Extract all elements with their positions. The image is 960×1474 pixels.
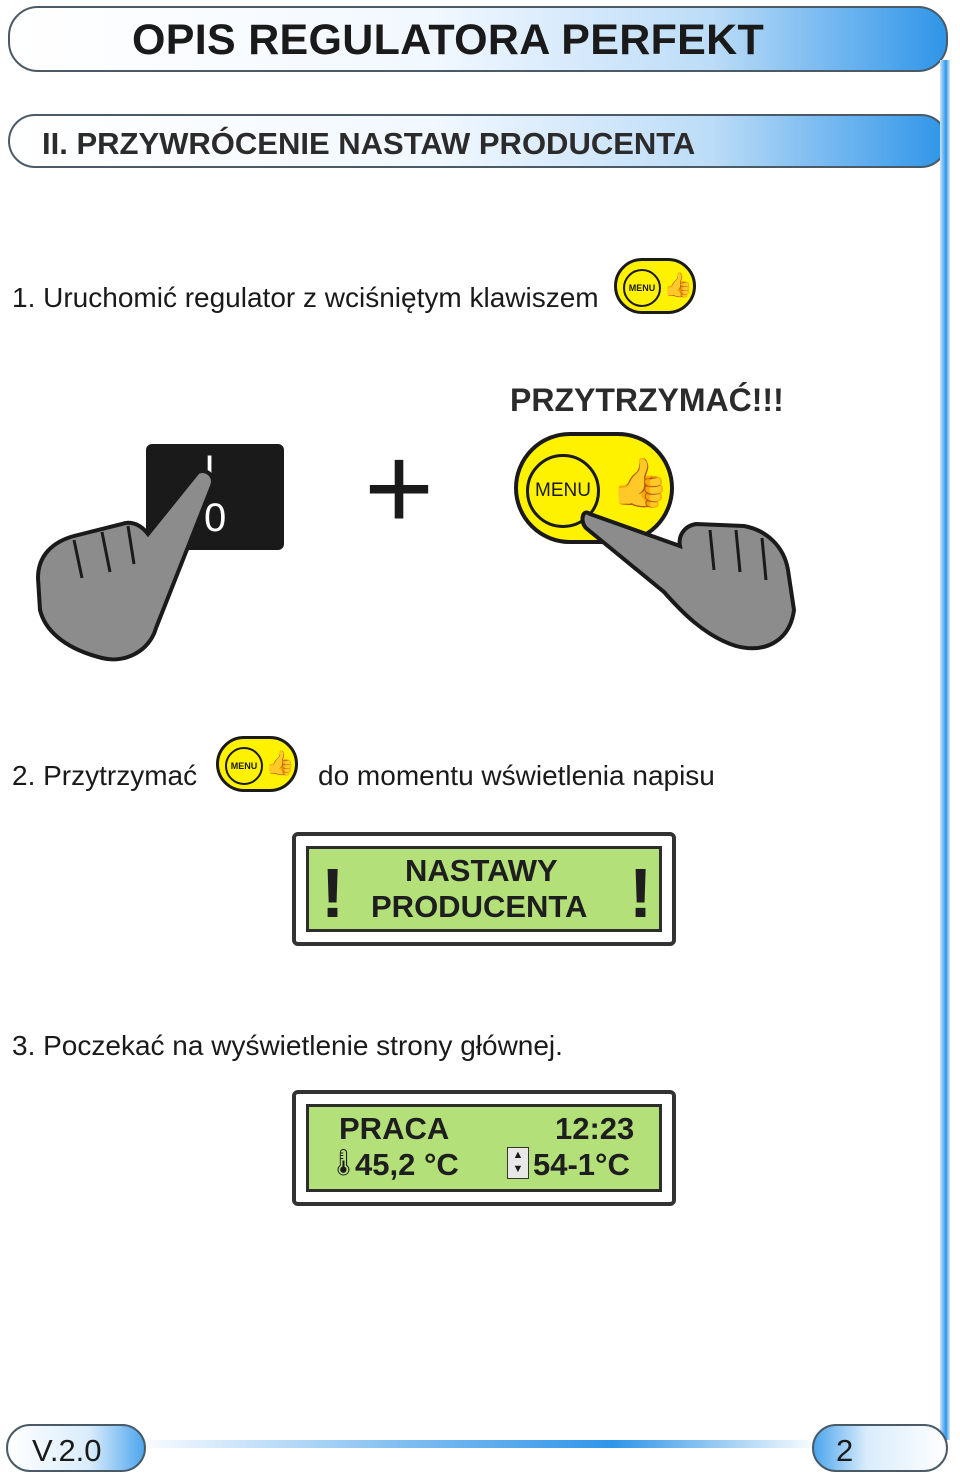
plus-sign: + [364,421,435,555]
lcd-time: 12:23 [555,1111,635,1146]
lcd-screen: PRACA 12:23 🌡 45,2 °C ▲▼ 54-1°C [306,1104,662,1192]
lcd-main-screen: PRACA 12:23 🌡 45,2 °C ▲▼ 54-1°C [292,1090,676,1206]
menu-button-icon-step2: MENU 👍 [216,736,298,792]
version-badge: V.2.0 [6,1424,146,1472]
section-title: II. PRZYWRÓCENIE NASTAW PRODUCENTA [42,126,696,161]
thermometer-icon: 🌡 [327,1147,361,1177]
step-1-text: 1. Uruchomić regulator z wciśniętym klaw… [12,282,599,313]
hold-label: PRZYTRZYMAĆ!!! [510,382,784,418]
menu-button-icon-step1: MENU 👍 [614,258,696,314]
page-title: OPIS REGULATORA PERFEKT [132,16,765,64]
lcd-line-1: NASTAWY [405,853,558,888]
section-bar: II. PRZYWRÓCENIE NASTAW PRODUCENTA [8,114,948,168]
exclamation-left: ! [321,854,345,932]
up-down-arrow-icon: ▲▼ [507,1147,529,1179]
step-2-text-continued: do momentu wświetlenia napisu [318,760,715,791]
thumbs-up-icon: 👍 [265,750,295,777]
lcd-temperature: 45,2 °C [355,1147,459,1182]
page-number: 2 [836,1433,854,1468]
lcd-line-2: PRODUCENTA [371,889,588,924]
step-2-text: 2. Przytrzymać [12,760,198,791]
pointing-hand-icon-right [580,510,797,651]
pointing-hand-icon-left [35,469,215,662]
lcd-setpoint: 54-1°C [533,1147,630,1182]
menu-circle: MENU [623,269,661,307]
exclamation-right: ! [629,854,653,932]
thumbs-up-icon: 👍 [663,272,693,299]
menu-circle-large: MENU [526,454,600,528]
bottom-border-line [130,1440,820,1448]
menu-circle: MENU [225,747,263,785]
version-text: V.2.0 [32,1433,102,1468]
menu-button-large: MENU 👍 [514,432,674,544]
page-number-badge: 2 [812,1424,948,1472]
right-border-line [940,60,950,1440]
title-bar: OPIS REGULATORA PERFEKT [8,6,948,72]
thumbs-up-icon-large: 👍 [610,457,670,510]
lcd-screen: ! NASTAWY PRODUCENTA ! [306,846,662,932]
switch-on-label: I [204,448,216,492]
lcd-factory-settings: ! NASTAWY PRODUCENTA ! [292,832,676,946]
switch-off-label: 0 [204,496,227,540]
step-3-text: 3. Poczekać na wyświetlenie strony główn… [12,1030,563,1061]
lcd-mode: PRACA [339,1111,450,1146]
